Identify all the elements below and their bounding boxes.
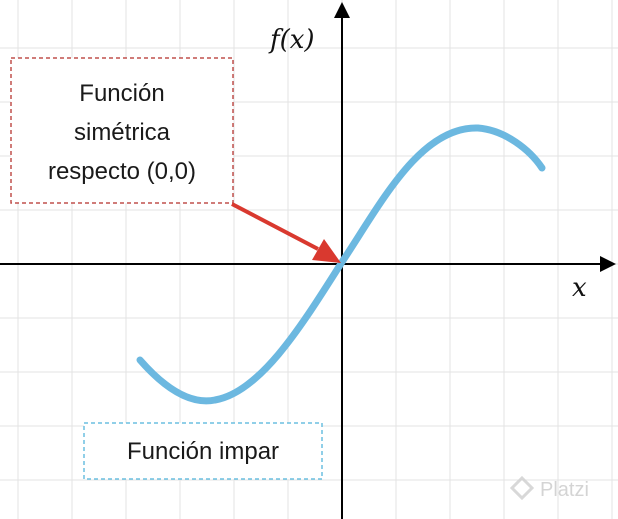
- platzi-watermark: Platzi: [509, 475, 589, 501]
- watermark-text: Platzi: [540, 479, 589, 501]
- odd-function-annotation: Función impar: [83, 422, 323, 480]
- odd-function-curve: [136, 124, 546, 405]
- symmetric-line-3: respecto (0,0): [48, 158, 196, 185]
- origin-arrow: [231, 202, 341, 263]
- origin-arrow-head-icon: [312, 239, 341, 263]
- platzi-logo-icon: [509, 475, 535, 501]
- y-axis-label: f(x): [268, 25, 315, 55]
- odd-function-box: [83, 422, 323, 480]
- symmetric-annotation: Función simétrica respecto (0,0): [10, 57, 234, 204]
- symmetric-line-1: Función: [79, 80, 164, 107]
- origin-arrow-shaft: [231, 202, 319, 251]
- x-axis-arrow-icon: [600, 256, 616, 272]
- y-axis-arrow-icon: [334, 2, 350, 18]
- x-axis-label: x: [572, 273, 587, 303]
- symmetric-line-2: simétrica: [74, 119, 171, 146]
- odd-function-label: Función impar: [127, 438, 279, 465]
- symmetric-annotation-box: [10, 57, 234, 204]
